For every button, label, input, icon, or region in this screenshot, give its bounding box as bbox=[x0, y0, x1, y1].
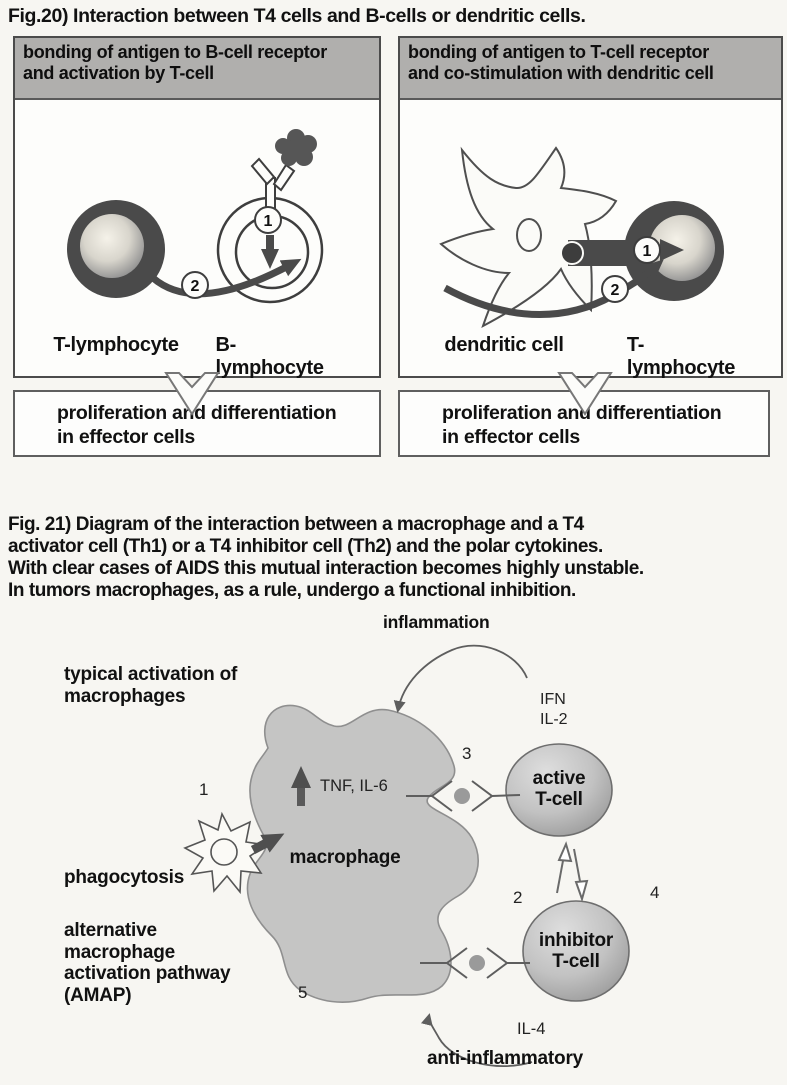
t-lymphocyte-nucleus bbox=[80, 214, 144, 278]
stimulation-arrow-2 bbox=[443, 259, 664, 318]
anti-inflammatory-arc-arrow bbox=[421, 1013, 533, 1068]
inhibitor-tcell-shape bbox=[522, 900, 630, 1002]
dendritic-nucleus bbox=[516, 218, 542, 252]
typical-activation-label: typical activation of macrophages bbox=[64, 664, 238, 707]
badge-2-circle bbox=[601, 275, 629, 303]
t-lymphocyte-label: T-lymphocyte bbox=[626, 334, 736, 379]
inhibitor-tcell-label: inhibitor T-cell bbox=[538, 930, 614, 972]
number-4: 4 bbox=[650, 883, 660, 902]
b-cell-receptor-icon bbox=[250, 157, 296, 215]
tnf-il6-label: TNF, IL-6 bbox=[320, 777, 388, 795]
fig20-left-panel: bonding of antigen to B-cell receptor an… bbox=[13, 36, 381, 379]
fig20-title: Fig.20) Interaction between T4 cells and… bbox=[8, 5, 586, 27]
flow-down-arrow-right bbox=[557, 372, 613, 416]
fig21-caption-line3: With clear cases of AIDS this mutual int… bbox=[8, 558, 644, 579]
macrophage-tcell-diagram bbox=[183, 644, 630, 1068]
fig21-caption-line4: In tumors macrophages, as a rule, underg… bbox=[8, 580, 576, 601]
b-cell-activation-diagram: 1 2 bbox=[67, 129, 324, 304]
active-tcell-shape bbox=[505, 743, 613, 837]
dendritic-costimulation-diagram: 1 2 bbox=[439, 146, 724, 329]
t-lymphocyte-label: T-lymphocyte bbox=[53, 334, 179, 356]
inflammation-arc-arrow bbox=[393, 644, 528, 713]
equilibrium-arrows bbox=[556, 841, 589, 903]
number-1: 1 bbox=[199, 780, 209, 799]
b-lymphocyte-label: B-lymphocyte bbox=[215, 334, 324, 379]
receptor-ligand-lower bbox=[420, 947, 530, 979]
fig21-caption-line2: activator cell (Th1) or a T4 inhibitor c… bbox=[8, 536, 603, 557]
phagocytosis-arrow bbox=[250, 833, 285, 854]
antigen-icon bbox=[275, 129, 317, 166]
fig20-right-panel: bonding of antigen to T-cell receptor an… bbox=[398, 36, 783, 379]
fig20-left-panel-header: bonding of antigen to B-cell receptor an… bbox=[15, 38, 379, 100]
number-3: 3 bbox=[462, 744, 472, 763]
il4-label: IL-4 bbox=[517, 1020, 546, 1038]
phagocytosis-label: phagocytosis bbox=[64, 867, 185, 888]
fig21-caption-line1: Fig. 21) Diagram of the interaction betw… bbox=[8, 514, 584, 535]
badge-1-circle bbox=[254, 206, 282, 234]
pathogen-icon bbox=[183, 811, 270, 895]
badge-2: 2 bbox=[191, 278, 200, 295]
flow-down-arrow-left bbox=[164, 372, 220, 416]
fig20-right-panel-header: bonding of antigen to T-cell receptor an… bbox=[400, 38, 781, 100]
badge-1: 1 bbox=[643, 243, 652, 260]
macrophage-label: macrophage bbox=[289, 847, 401, 868]
activation-arrow-2 bbox=[150, 258, 302, 298]
ifn-il2-label: IFN IL-2 bbox=[540, 691, 568, 728]
fig21-caption: Fig. 21) Diagram of the interaction betw… bbox=[8, 514, 644, 602]
number-2: 2 bbox=[513, 888, 523, 907]
t-lymphocyte-nucleus bbox=[649, 215, 715, 281]
active-tcell-label: active T-cell bbox=[532, 768, 586, 810]
dendritic-cell-label: dendritic cell bbox=[444, 334, 564, 356]
badge-1-circle bbox=[633, 236, 661, 264]
badge-1: 1 bbox=[264, 213, 273, 230]
badge-2: 2 bbox=[611, 282, 620, 299]
stimulation-arrow-1 bbox=[660, 239, 684, 261]
anti-inflammatory-label: anti-inflammatory bbox=[426, 1048, 584, 1069]
inflammation-label: inflammation bbox=[383, 612, 490, 632]
antigen-knob-icon bbox=[560, 241, 584, 265]
number-5: 5 bbox=[298, 983, 308, 1002]
receptor-ligand-upper bbox=[406, 780, 521, 812]
amap-label: alternative macrophage activation pathwa… bbox=[64, 920, 231, 1006]
ligand-dot-lower bbox=[469, 955, 485, 971]
badge-2-circle bbox=[181, 271, 209, 299]
ligand-dot-upper bbox=[454, 788, 470, 804]
